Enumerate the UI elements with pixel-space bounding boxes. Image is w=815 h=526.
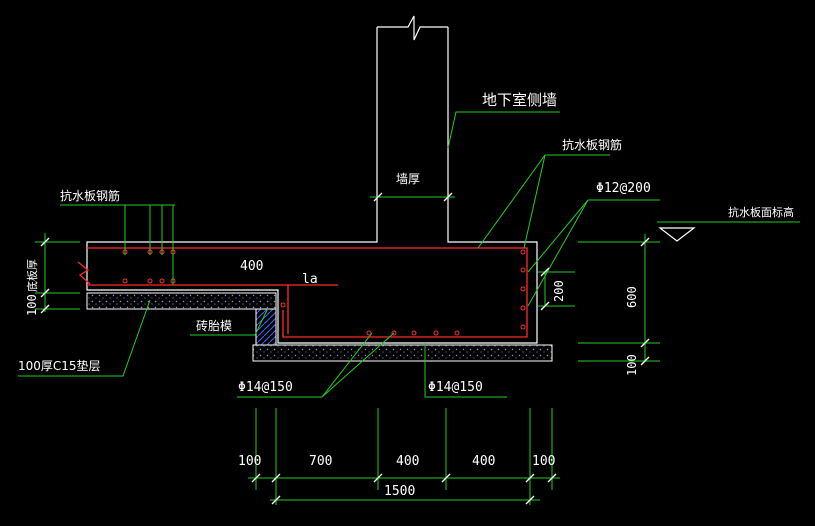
elevation-triangle [658, 227, 696, 242]
dim-bottom-1: 100 [238, 454, 261, 469]
brick-mold-hatch [255, 308, 277, 346]
cushion-layer-right [252, 344, 553, 362]
cushion-label: 100厚C15垫层 [18, 358, 101, 373]
slab-rebar-label-left: 抗水板钢筋 [60, 188, 120, 203]
brick-mold-label: 砖胎模 [196, 318, 232, 333]
dim-bottom-2: 700 [309, 454, 332, 469]
wall-thickness-label: 墙厚 [396, 172, 420, 186]
wall-break-mark [377, 15, 448, 41]
length-400-label: 400 [240, 259, 263, 274]
rebar-phi14-label-a: Φ14@150 [238, 380, 293, 395]
wall-label: 地下室侧墙 [482, 91, 557, 109]
cushion-layer-left [86, 292, 277, 310]
slab-thickness-label: 底板厚 [25, 259, 39, 292]
dim-right-200: 200 [552, 280, 566, 302]
dim-right-600: 600 [625, 286, 639, 308]
la-label: la [302, 272, 318, 287]
slab-break-mark [77, 261, 91, 285]
slab-top-elevation-label: 抗水板面标高 [728, 205, 794, 219]
concrete-outline [86, 27, 538, 344]
dimension-lines [35, 196, 660, 505]
rebar-top [87, 247, 528, 338]
rebar-phi14-label-b: Φ14@150 [428, 380, 483, 395]
dim-right-100: 100 [625, 354, 639, 376]
dim-bottom-3: 400 [396, 454, 419, 469]
dim-bottom-4: 400 [472, 454, 495, 469]
dim-total: 1500 [384, 484, 415, 499]
dimension-ticks [40, 192, 650, 505]
slab-rebar-label-right: 抗水板钢筋 [562, 137, 622, 152]
dim-left-100: 100 [25, 294, 39, 316]
dim-bottom-5: 100 [532, 454, 555, 469]
leader-lines [18, 111, 800, 398]
rebar-phi12-label: Φ12@200 [596, 181, 651, 196]
